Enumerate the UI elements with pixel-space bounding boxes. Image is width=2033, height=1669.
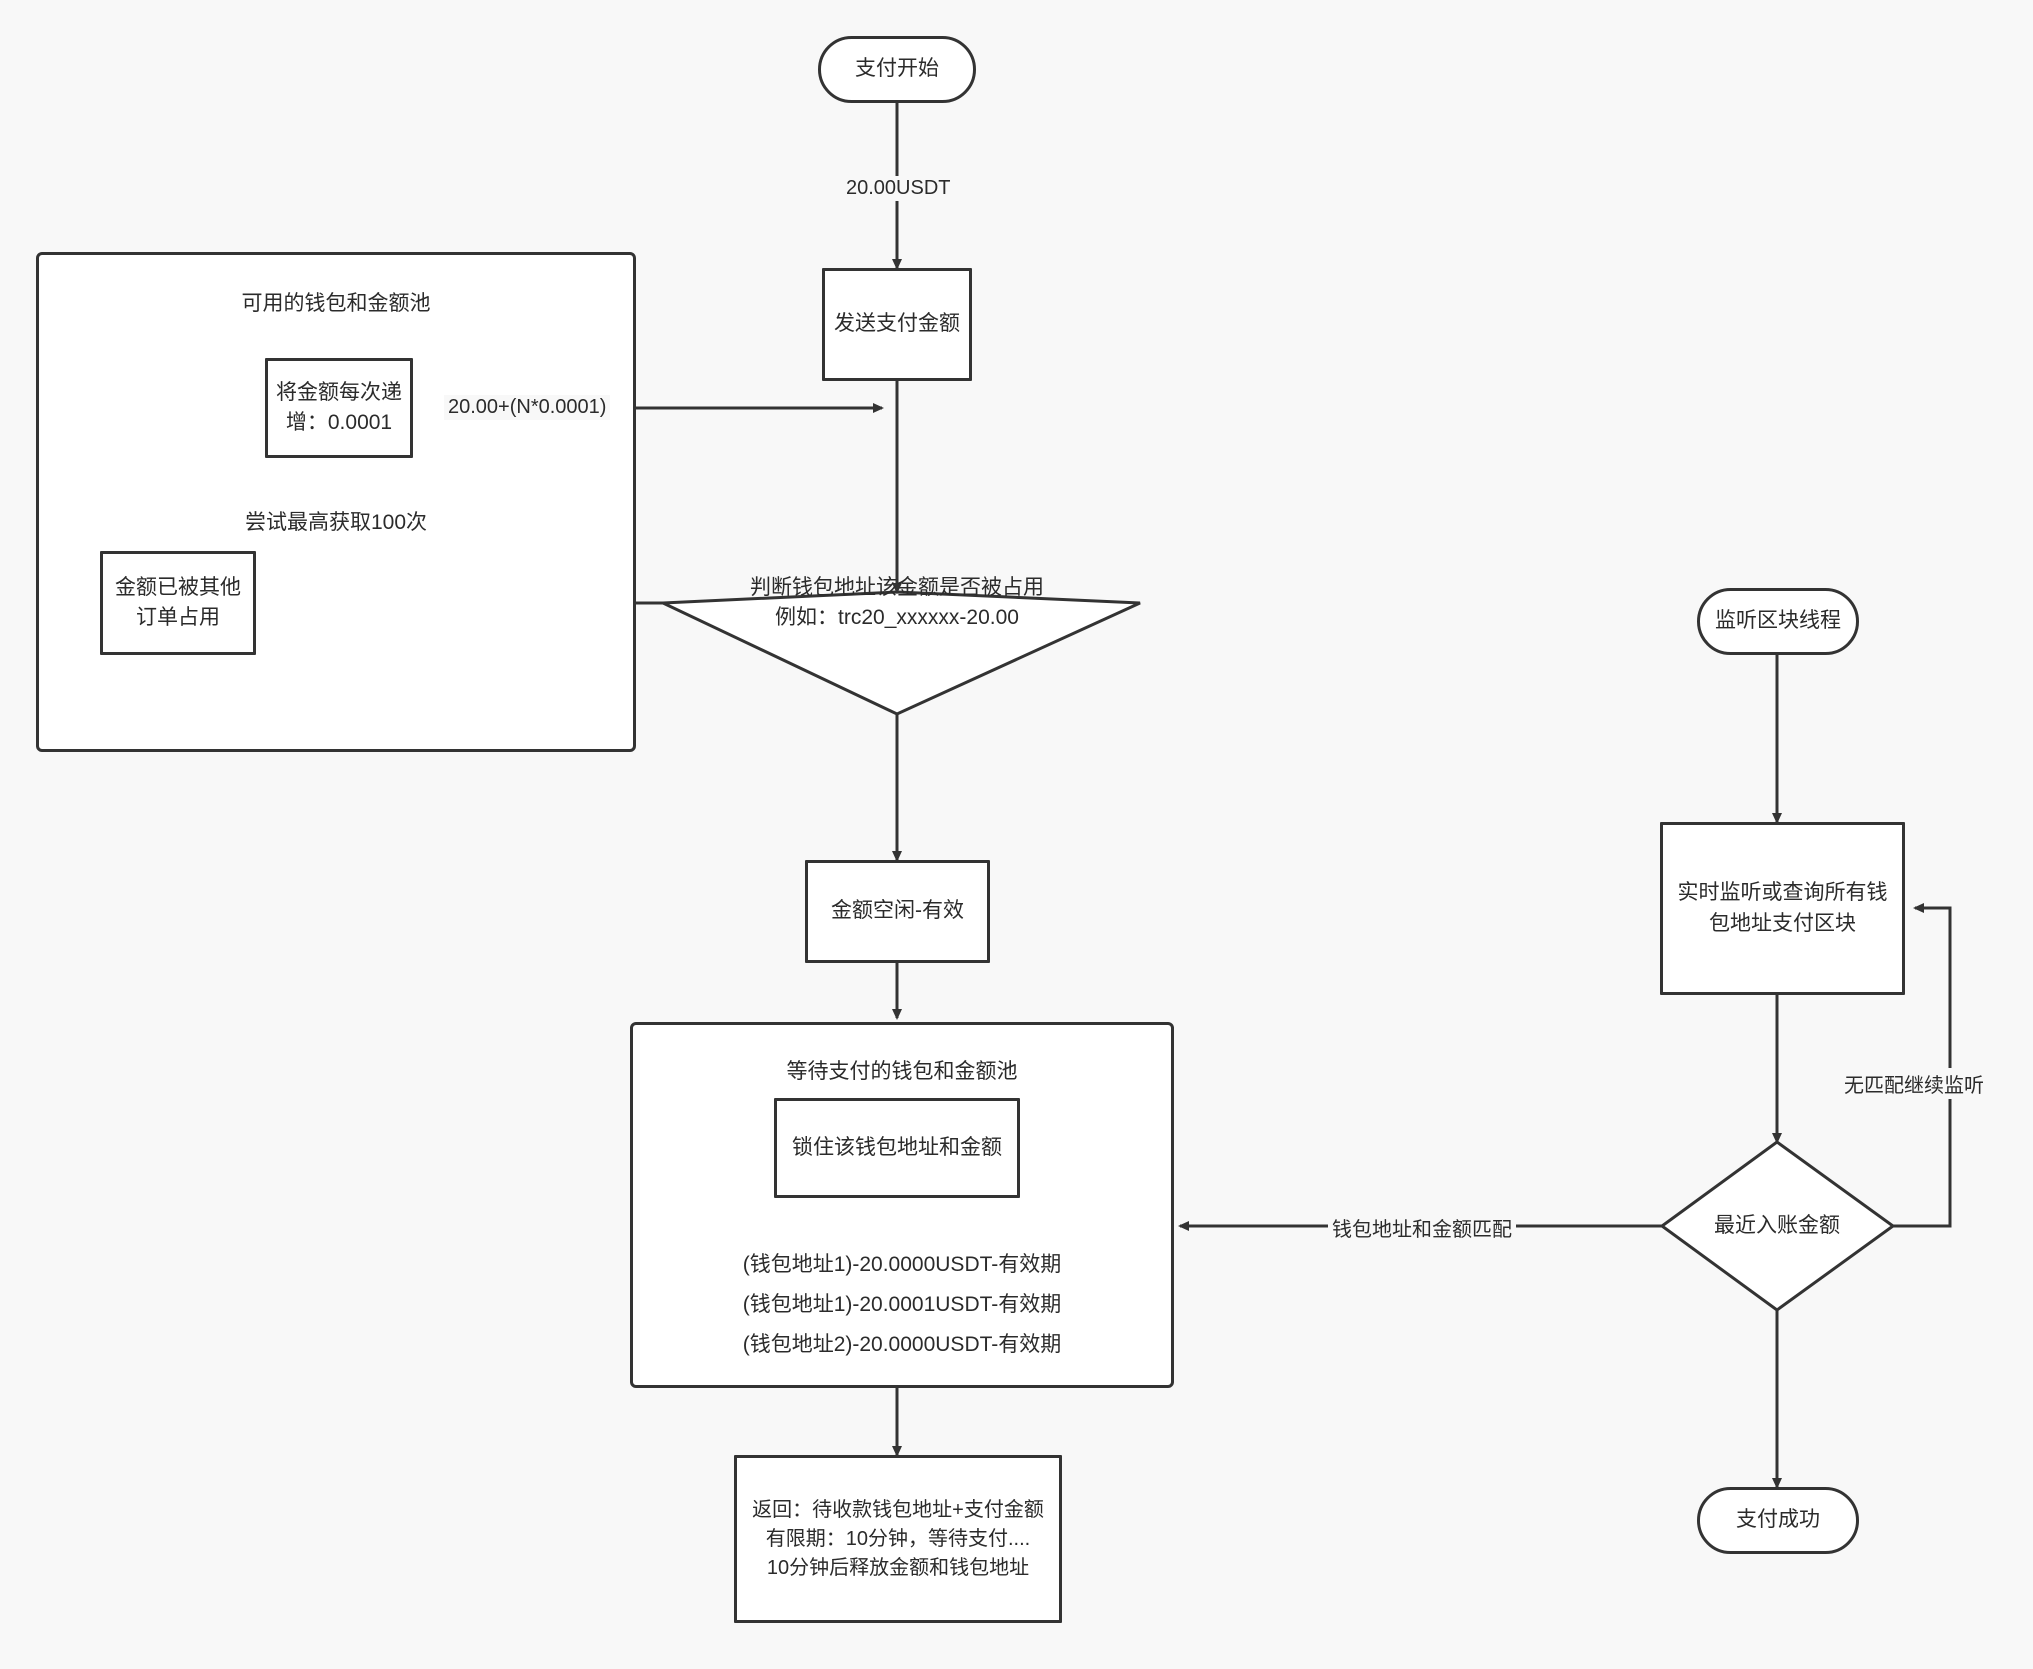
group-available-pool-title: 可用的钱包和金额池 bbox=[241, 292, 431, 315]
edge-label-no-match: 无匹配继续监听 bbox=[1840, 1068, 1988, 1099]
group-waiting-pool-title: 等待支付的钱包和金额池 bbox=[786, 1060, 1018, 1083]
node-pay-success[interactable]: 支付成功 bbox=[1697, 1487, 1859, 1554]
decision-recent-shape bbox=[1659, 1140, 1896, 1312]
node-amount-free[interactable]: 金额空闲-有效 bbox=[805, 860, 990, 963]
waiting-pool-entries: (钱包地址1)-20.0000USDT-有效期 (钱包地址1)-20.0001U… bbox=[633, 1245, 1171, 1365]
node-start[interactable]: 支付开始 bbox=[818, 36, 976, 103]
node-lock-wallet[interactable]: 锁住该钱包地址和金额 bbox=[774, 1098, 1020, 1198]
node-return-info[interactable]: 返回：待收款钱包地址+支付金额 有限期：10分钟，等待支付.... 10分钟后释… bbox=[734, 1455, 1062, 1623]
node-increment[interactable]: 将金额每次递 增：0.0001 bbox=[265, 358, 413, 458]
node-listen-thread[interactable]: 监听区块线程 bbox=[1697, 588, 1859, 655]
group-available-pool: 可用的钱包和金额池 尝试最高获取100次 bbox=[36, 252, 636, 752]
decision-occupied-shape bbox=[662, 590, 1141, 716]
node-occupied[interactable]: 金额已被其他 订单占用 bbox=[100, 551, 256, 655]
edge-label-increment-to-decision: 20.00+(N*0.0001) bbox=[444, 395, 611, 420]
edge-label-match-found: 钱包地址和金额匹配 bbox=[1328, 1212, 1516, 1243]
node-send-amount[interactable]: 发送支付金额 bbox=[822, 268, 972, 381]
list-item: (钱包地址1)-20.0000USDT-有效期 bbox=[742, 1253, 1062, 1276]
decision-occupied-label: 判断钱包地址该金额是否被占用 例如：trc20_xxxxxx-20.00 bbox=[750, 575, 1044, 629]
group-waiting-pool: 等待支付的钱包和金额池 (钱包地址1)-20.0000USDT-有效期 (钱包地… bbox=[630, 1022, 1174, 1388]
list-item: (钱包地址2)-20.0000USDT-有效期 bbox=[742, 1332, 1062, 1356]
decision-recent-label: 最近入账金额 bbox=[1714, 1213, 1840, 1237]
list-item: (钱包地址1)-20.0001USDT-有效期 bbox=[742, 1292, 1062, 1316]
node-listen-block[interactable]: 实时监听或查询所有钱 包地址支付区块 bbox=[1660, 822, 1905, 995]
edge-label-start-to-send: 20.00USDT bbox=[842, 176, 955, 201]
available-pool-note: 尝试最高获取100次 bbox=[244, 511, 428, 534]
